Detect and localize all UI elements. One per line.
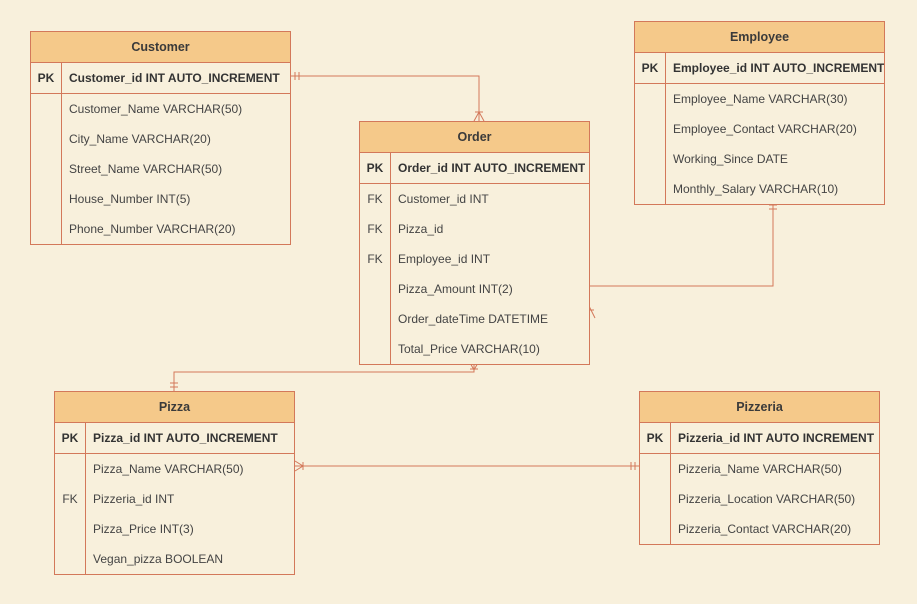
entity-row[interactable]: PK Pizzeria_id INT AUTO INCREMENT	[640, 423, 879, 454]
field-label: Pizza_Name VARCHAR(50)	[93, 462, 244, 476]
entity-row[interactable]: Phone_Number VARCHAR(20)	[31, 214, 290, 244]
field-label: Order_dateTime DATETIME	[398, 312, 549, 326]
entity-row[interactable]: Total_Price VARCHAR(10)	[360, 334, 589, 364]
entity-order[interactable]: Order PK Order_id INT AUTO_INCREMENT FK …	[359, 121, 590, 365]
entity-title: Order	[360, 122, 589, 153]
entity-row[interactable]: PK Order_id INT AUTO_INCREMENT	[360, 153, 589, 184]
many-marker	[473, 110, 485, 122]
entity-title: Pizza	[55, 392, 294, 423]
key-label	[31, 214, 62, 244]
key-label	[360, 274, 391, 304]
entity-row[interactable]: Working_Since DATE	[635, 144, 884, 174]
entity-row[interactable]: FK Customer_id INT	[360, 184, 589, 214]
entity-pizzeria[interactable]: Pizzeria PK Pizzeria_id INT AUTO INCREME…	[639, 391, 880, 545]
many-marker	[294, 460, 304, 472]
key-label	[360, 334, 391, 364]
entity-row[interactable]: FK Pizza_id	[360, 214, 589, 244]
field-label: House_Number INT(5)	[69, 192, 191, 206]
field-label: Phone_Number VARCHAR(20)	[69, 222, 236, 236]
entity-row[interactable]: Customer_Name VARCHAR(50)	[31, 94, 290, 124]
field-label: Pizzeria_id INT AUTO INCREMENT	[678, 431, 875, 445]
field-label: Employee_Contact VARCHAR(20)	[673, 122, 857, 136]
entity-row[interactable]: PK Customer_id INT AUTO_INCREMENT	[31, 63, 290, 94]
key-label	[640, 514, 671, 544]
key-label: FK	[360, 214, 391, 244]
field-label: Pizzeria_id INT	[93, 492, 175, 506]
key-label	[31, 184, 62, 214]
entity-customer[interactable]: Customer PK Customer_id INT AUTO_INCREME…	[30, 31, 291, 245]
relationship-employee-order	[590, 201, 774, 287]
field-label: City_Name VARCHAR(20)	[69, 132, 211, 146]
entity-row[interactable]: House_Number INT(5)	[31, 184, 290, 214]
field-label: Street_Name VARCHAR(50)	[69, 162, 223, 176]
field-label: Order_id INT AUTO_INCREMENT	[398, 161, 586, 175]
key-label	[55, 544, 86, 574]
entity-row[interactable]: Pizza_Name VARCHAR(50)	[55, 454, 294, 484]
field-label: Monthly_Salary VARCHAR(10)	[673, 182, 839, 196]
field-label: Pizza_Amount INT(2)	[398, 282, 513, 296]
entity-row[interactable]: Order_dateTime DATETIME	[360, 304, 589, 334]
key-label: PK	[31, 63, 62, 93]
key-label	[55, 454, 86, 484]
entity-row[interactable]: FK Employee_id INT	[360, 244, 589, 274]
field-label: Employee_Name VARCHAR(30)	[673, 92, 848, 106]
key-label	[55, 514, 86, 544]
key-label	[635, 84, 666, 114]
field-label: Pizzeria_Location VARCHAR(50)	[678, 492, 856, 506]
entity-row[interactable]: Pizza_Amount INT(2)	[360, 274, 589, 304]
field-label: Employee_id INT	[398, 252, 491, 266]
field-label: Pizza_id	[398, 222, 444, 236]
key-label	[640, 484, 671, 514]
entity-row[interactable]: Pizzeria_Location VARCHAR(50)	[640, 484, 879, 514]
entity-title: Pizzeria	[640, 392, 879, 423]
entity-row[interactable]: Pizzeria_Contact VARCHAR(20)	[640, 514, 879, 544]
key-label	[640, 454, 671, 484]
field-label: Customer_id INT AUTO_INCREMENT	[69, 71, 280, 85]
field-label: Customer_Name VARCHAR(50)	[69, 102, 243, 116]
entity-row[interactable]: Employee_Name VARCHAR(30)	[635, 84, 884, 114]
field-label: Pizza_Price INT(3)	[93, 522, 194, 536]
field-label: Total_Price VARCHAR(10)	[398, 342, 540, 356]
entity-title: Customer	[31, 32, 290, 63]
entity-title: Employee	[635, 22, 884, 53]
key-label: FK	[55, 484, 86, 514]
key-label: FK	[360, 184, 391, 214]
entity-pizza[interactable]: Pizza PK Pizza_id INT AUTO_INCREMENT Piz…	[54, 391, 295, 575]
key-label	[31, 124, 62, 154]
entity-row[interactable]: FK Pizzeria_id INT	[55, 484, 294, 514]
key-label	[635, 144, 666, 174]
entity-row[interactable]: PK Employee_id INT AUTO_INCREMENT	[635, 53, 884, 84]
key-label	[31, 94, 62, 124]
entity-employee[interactable]: Employee PK Employee_id INT AUTO_INCREME…	[634, 21, 885, 205]
entity-row[interactable]: Monthly_Salary VARCHAR(10)	[635, 174, 884, 204]
key-label: FK	[360, 244, 391, 274]
key-label	[360, 304, 391, 334]
field-label: Working_Since DATE	[673, 152, 788, 166]
key-label	[31, 154, 62, 184]
key-label: PK	[635, 53, 666, 83]
key-label: PK	[55, 423, 86, 453]
field-label: Pizzeria_Contact VARCHAR(20)	[678, 522, 852, 536]
relationship-pizza-order	[173, 361, 475, 391]
key-label: PK	[640, 423, 671, 453]
entity-row[interactable]: Vegan_pizza BOOLEAN	[55, 544, 294, 574]
key-label	[635, 174, 666, 204]
key-label: PK	[360, 153, 391, 183]
field-label: Employee_id INT AUTO_INCREMENT	[673, 61, 884, 75]
entity-row[interactable]: Pizzeria_Name VARCHAR(50)	[640, 454, 879, 484]
field-label: Customer_id INT	[398, 192, 489, 206]
relationship-customer-order	[291, 75, 480, 121]
field-label: Pizzeria_Name VARCHAR(50)	[678, 462, 842, 476]
entity-row[interactable]: Pizza_Price INT(3)	[55, 514, 294, 544]
field-label: Vegan_pizza BOOLEAN	[93, 552, 224, 566]
entity-row[interactable]: City_Name VARCHAR(20)	[31, 124, 290, 154]
entity-row[interactable]: Street_Name VARCHAR(50)	[31, 154, 290, 184]
key-label	[635, 114, 666, 144]
entity-row[interactable]: PK Pizza_id INT AUTO_INCREMENT	[55, 423, 294, 454]
entity-row[interactable]: Employee_Contact VARCHAR(20)	[635, 114, 884, 144]
field-label: Pizza_id INT AUTO_INCREMENT	[93, 431, 278, 445]
